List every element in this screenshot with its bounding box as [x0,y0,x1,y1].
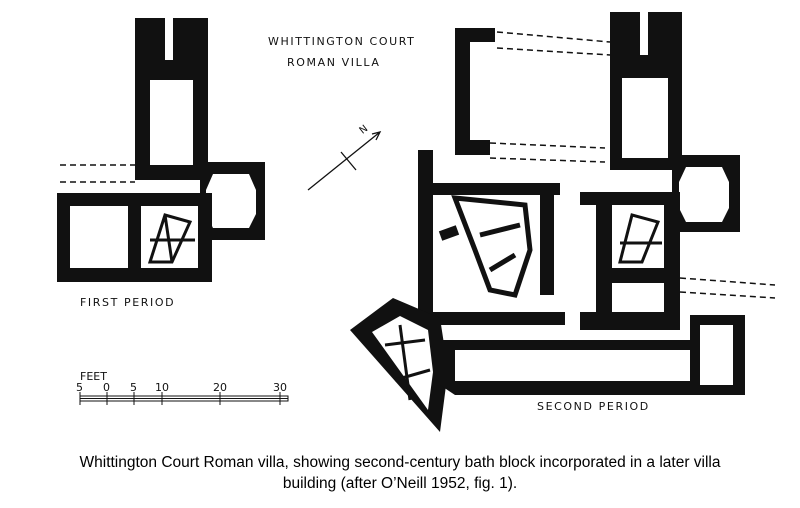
scale-tick-label: 0 [103,381,110,394]
second-period-west-wall [418,150,565,325]
scale-tick-label: 5 [76,381,83,394]
figure-caption: Whittington Court Roman villa, showing s… [0,452,800,494]
second-period-octagonal-room [672,155,740,232]
second-period-plan [350,10,776,432]
scale-tick-label: 30 [273,381,287,394]
second-period-hypocaust-tower [610,12,682,170]
first-period-plunge-bath [147,213,195,264]
second-period-south-range [440,315,745,395]
first-period-hypocaust-tower [135,18,208,180]
scale-tick-label: 5 [130,381,137,394]
scale-tick-label: 10 [155,381,169,394]
north-arrow [307,131,382,191]
site-plan [57,10,776,432]
caption-line-2: building (after O’Neill 1952, fig. 1). [282,475,518,492]
plan-title-line-2: ROMAN VILLA [287,56,381,69]
second-period-pilae [625,81,661,139]
second-period-plunge-bath [618,213,662,264]
first-period-plan [57,15,265,282]
second-period-mosaic-room [451,195,533,298]
scale-unit-label: FEET [80,370,107,383]
second-period-bath-rooms [580,192,680,330]
plan-title-line-1: WHITTINGTON COURT [268,35,416,48]
second-period-apsidal-room [350,298,448,432]
second-period-north-range [455,28,495,155]
first-period-main-block [57,193,212,282]
first-period-pilae [152,83,186,141]
second-period-label: SECOND PERIOD [537,400,650,413]
scale-tick-label: 20 [213,381,227,394]
scale-bar [79,392,289,405]
first-period-label: FIRST PERIOD [80,296,176,309]
caption-line-1: Whittington Court Roman villa, showing s… [79,454,721,471]
